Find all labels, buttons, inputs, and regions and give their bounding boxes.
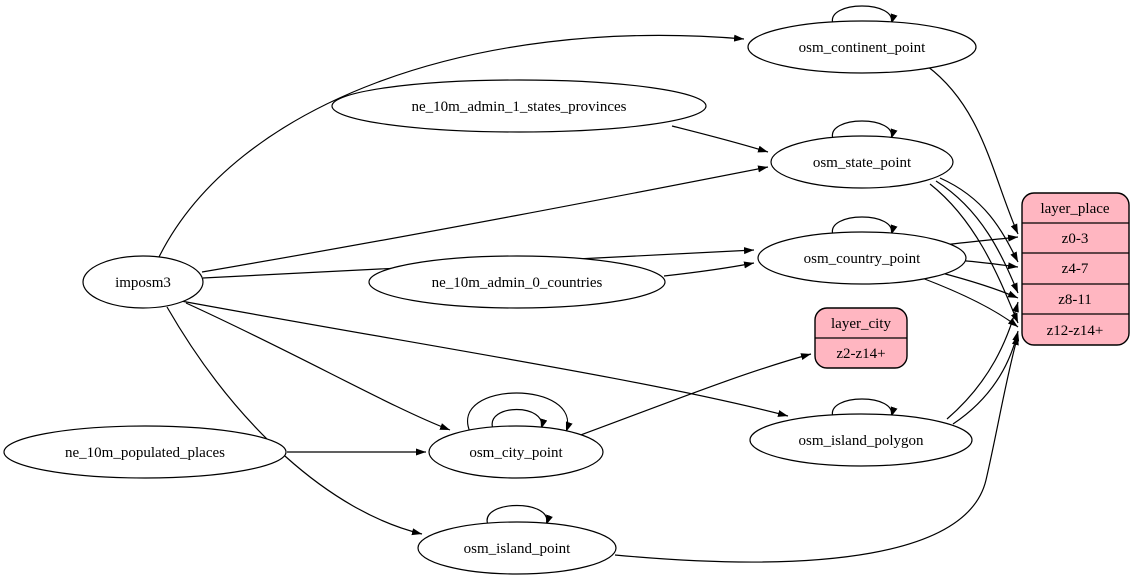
edge-imposm3-osm_state_point [201, 165, 769, 273]
record-row-z0-3: z0-3 [1062, 231, 1089, 247]
edge-osm_island_polygon-layer_place-z8-11 [946, 301, 1019, 420]
node-ellipse [3, 425, 287, 479]
node-ellipse [368, 255, 666, 309]
edge-osm_state_point-layer_place-z4-7 [939, 177, 1019, 263]
node-ne_10m_admin_0_countries: ne_10m_admin_0_countries [368, 255, 666, 309]
node-osm_country_point: osm_country_point [757, 231, 967, 285]
self-loop-osm_city_point-outer [467, 392, 573, 433]
node-ellipse [757, 231, 967, 285]
node-label: ne_10m_admin_1_states_provinces [412, 99, 627, 115]
edge-ne_10m_admin_1_states_provinces-osm_state_point [671, 125, 769, 153]
node-label: osm_state_point [813, 155, 912, 171]
edge-osm_continent_point-layer_place-z0-3 [926, 65, 1019, 235]
node-imposm3: imposm3 [82, 255, 204, 309]
record-row-z4-7: z4-7 [1062, 261, 1089, 277]
node-ellipse [331, 79, 707, 133]
edge-imposm3-osm_city_point [185, 302, 451, 431]
record-box [1021, 192, 1130, 346]
edge-imposm3-osm_island_point [166, 306, 423, 536]
record-title: layer_place [1040, 201, 1109, 217]
record-row-z12-z14: z12-z14+ [1047, 323, 1104, 339]
record-title: layer_city [831, 316, 891, 332]
node-ellipse [428, 425, 604, 479]
record-row-z8-11: z8-11 [1058, 292, 1092, 308]
node-osm_state_point: osm_state_point [770, 135, 954, 189]
self-loop-osm_state_point [832, 120, 898, 140]
self-loop-osm_island_point [486, 504, 553, 526]
node-ne_10m_admin_1_states_provinces: ne_10m_admin_1_states_provinces [331, 79, 707, 133]
edge-osm_state_point-layer_place-z12-z14 [929, 183, 1019, 324]
node-ellipse [82, 255, 204, 309]
node-label: ne_10m_admin_0_countries [432, 275, 603, 291]
edge-osm_country_point-layer_place-z12-z14 [921, 277, 1019, 328]
node-osm_continent_point: osm_continent_point [747, 20, 977, 74]
node-label: osm_continent_point [799, 40, 926, 56]
self-loop-osm_city_point-inner [491, 409, 548, 430]
self-loop-osm_island_polygon [832, 398, 898, 418]
node-ellipse [749, 413, 973, 467]
self-loop-osm_continent_point [832, 5, 898, 25]
edge-imposm3-osm_continent_point [158, 34, 745, 258]
node-label: osm_country_point [804, 251, 921, 267]
self-loop-osm_country_point [832, 216, 898, 236]
node-label: osm_island_polygon [798, 433, 924, 449]
node-label: imposm3 [115, 275, 171, 291]
edge-osm_city_point-layer_city-z2-z14 [577, 353, 812, 437]
node-osm_island_polygon: osm_island_polygon [749, 413, 973, 467]
edge-osm_country_point-layer_place-z8-11 [937, 271, 1019, 299]
edges [158, 5, 1020, 563]
node-layer_place: layer_place z0-3 z4-7 z8-11 z12-z14+ [1021, 192, 1130, 346]
node-label: ne_10m_populated_places [65, 445, 225, 461]
edge-osm_country_point-layer_place-z0-3 [942, 234, 1019, 246]
edge-osm_state_point-layer_place-z8-11 [935, 180, 1019, 294]
node-label: osm_city_point [469, 445, 563, 461]
node-label: osm_island_point [464, 541, 572, 557]
node-ellipse [770, 135, 954, 189]
node-ellipse [747, 20, 977, 74]
node-osm_city_point: osm_city_point [428, 425, 604, 479]
node-ne_10m_populated_places: ne_10m_populated_places [3, 425, 287, 479]
node-ellipse [417, 521, 617, 575]
node-osm_island_point: osm_island_point [417, 521, 617, 575]
edge-imposm3-osm_island_polygon [180, 300, 789, 417]
edge-ne_10m_admin_0_countries-osm_country_point [663, 261, 755, 277]
edge-osm_island_point-layer_place-z12-z14 [614, 334, 1019, 563]
node-layer_city: layer_city z2-z14+ [814, 307, 908, 369]
record-row-z2-z14: z2-z14+ [836, 346, 885, 362]
